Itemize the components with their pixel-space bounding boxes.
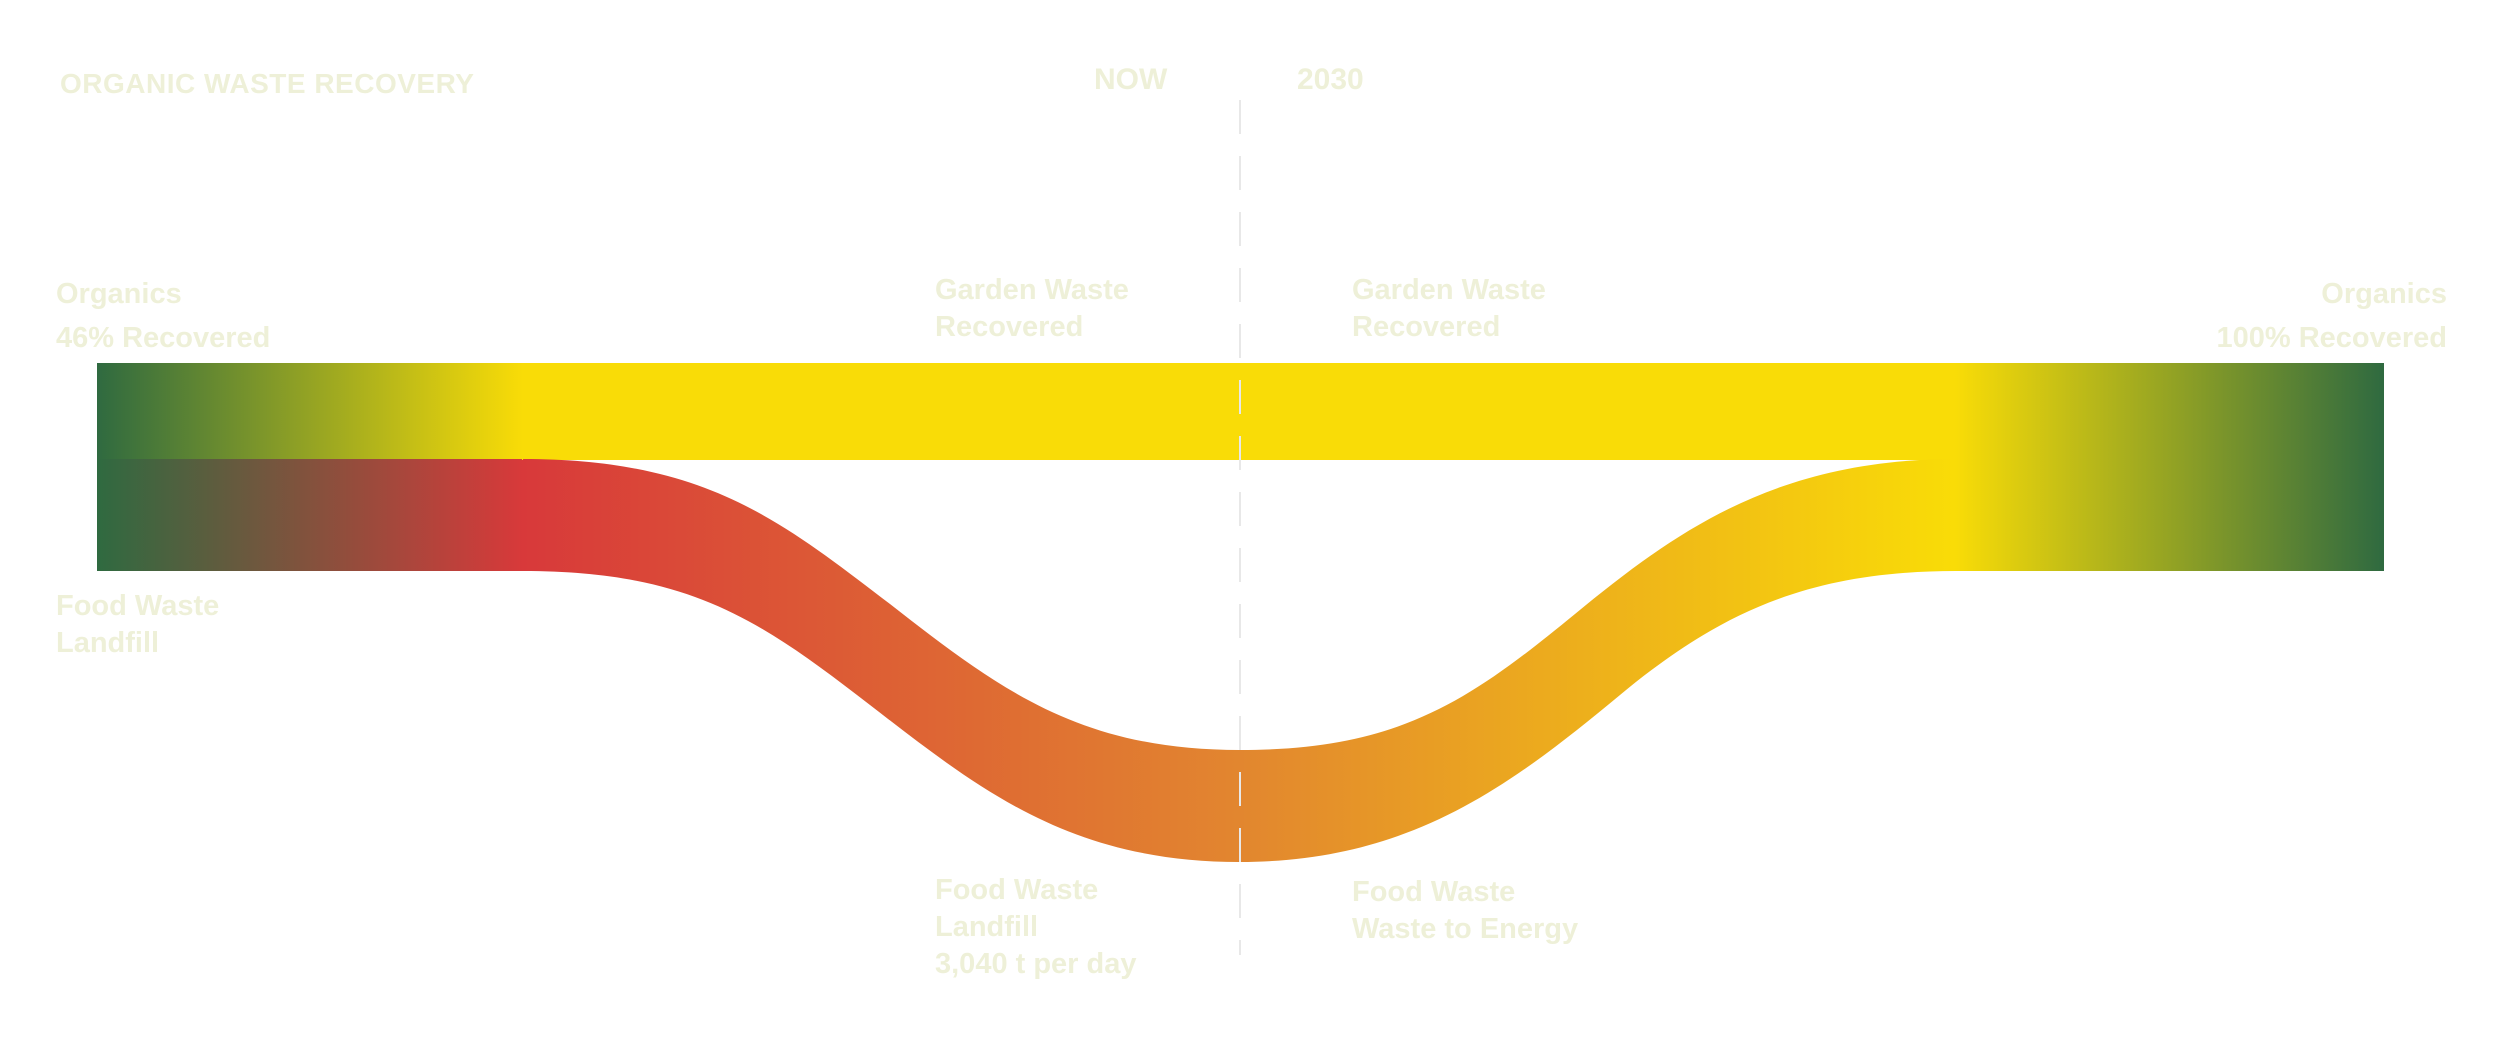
future-garden-waste-label: Garden Waste Recovered bbox=[1352, 274, 1546, 343]
diagram-title: ORGANIC WASTE RECOVERY bbox=[60, 68, 475, 99]
now-food-waste-label: Food Waste Landfill 3,040 t per day bbox=[935, 874, 1137, 980]
future-food-waste-label: Food Waste Waste to Energy bbox=[1352, 876, 1579, 945]
left-organics-label: Organics 46% Recovered bbox=[56, 278, 271, 354]
now-garden-waste-label: Garden Waste Recovered bbox=[935, 274, 1129, 343]
left-organics-recovered-bar bbox=[97, 363, 524, 460]
right-organics-label: Organics 100% Recovered bbox=[2216, 278, 2447, 354]
right-organics-recovered-bar bbox=[1955, 363, 2384, 571]
left-food-waste-label: Food Waste Landfill bbox=[56, 590, 220, 659]
period-now-label: NOW bbox=[1094, 63, 1168, 96]
period-2030-label: 2030 bbox=[1297, 63, 1364, 96]
left-food-landfill-bar bbox=[97, 459, 524, 571]
